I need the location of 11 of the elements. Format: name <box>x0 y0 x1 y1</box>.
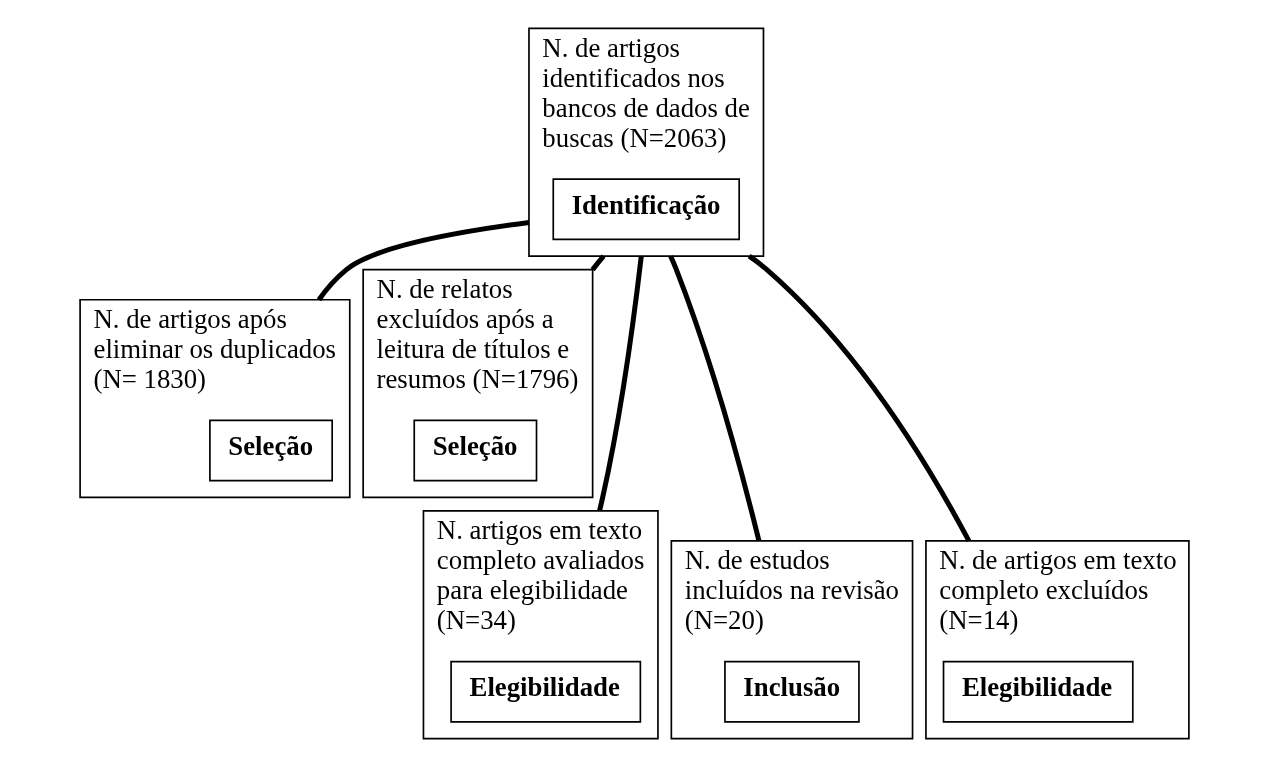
node-box: Seleção <box>412 419 537 482</box>
connector <box>316 220 529 302</box>
connector <box>747 254 971 543</box>
node-box: Elegibilidade <box>942 660 1134 723</box>
connector <box>667 255 761 542</box>
connector <box>590 254 605 272</box>
node-box: Elegibilidade <box>449 660 641 723</box>
node-box: Seleção <box>208 419 333 482</box>
node-box: Inclusão <box>723 660 860 723</box>
node-box: Identificação <box>551 178 740 241</box>
connector <box>596 255 644 512</box>
